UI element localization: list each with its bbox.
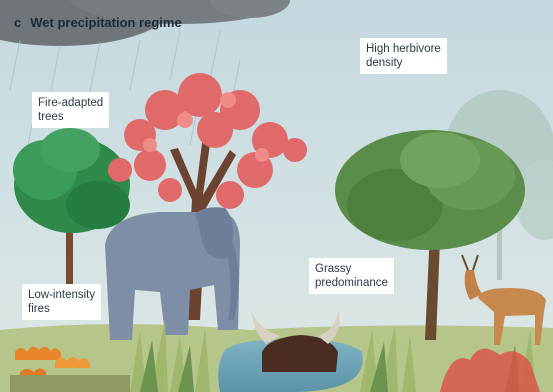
panel-title-text: Wet precipitation regime <box>30 15 181 30</box>
label-line: density <box>366 56 441 70</box>
label-low-intensity-fires: Low-intensity fires <box>22 284 101 320</box>
label-line: High herbivore <box>366 42 441 56</box>
label-line: trees <box>38 110 103 124</box>
label-line: Grassy <box>315 262 388 276</box>
label-fire-adapted-trees: Fire-adapted trees <box>32 92 109 128</box>
elephant-icon <box>105 207 240 340</box>
label-high-herbivore-density: High herbivore density <box>360 38 447 74</box>
label-grassy-predominance: Grassy predominance <box>309 258 394 294</box>
panel-title: c Wet precipitation regime <box>14 15 182 30</box>
panel-letter: c <box>14 15 21 30</box>
label-line: Low-intensity <box>28 288 95 302</box>
label-line: fires <box>28 302 95 316</box>
label-line: Fire-adapted <box>38 96 103 110</box>
label-line: predominance <box>315 276 388 290</box>
